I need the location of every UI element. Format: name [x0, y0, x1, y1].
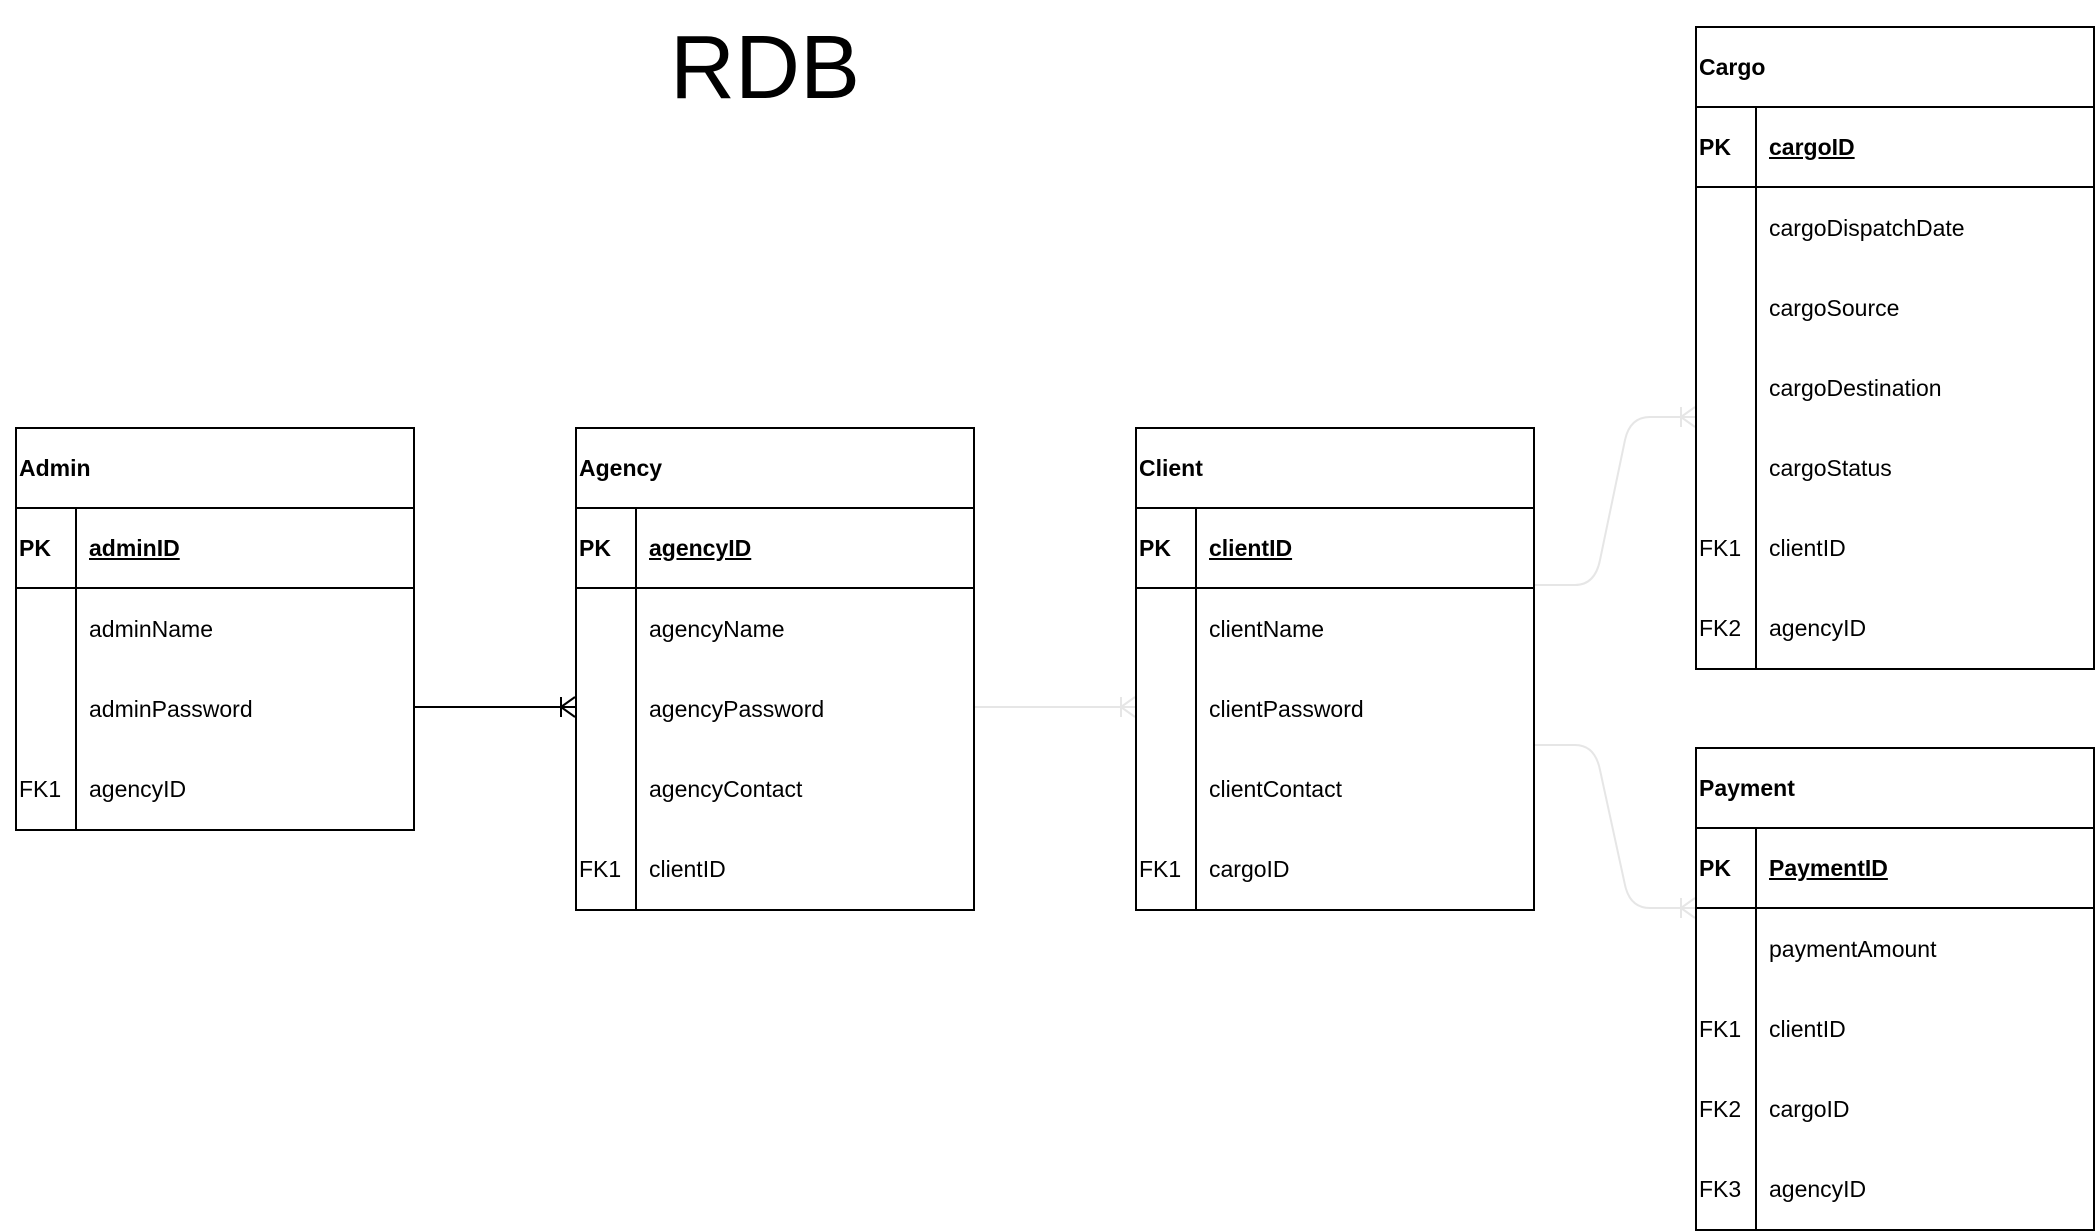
- key-label: [1137, 589, 1197, 669]
- entity-admin-row[interactable]: adminPassword: [17, 669, 413, 749]
- field-name: cargoID: [1769, 133, 1855, 160]
- entity-cargo-pk-row[interactable]: PK cargoID: [1697, 108, 2093, 188]
- key-label: PK: [577, 509, 637, 587]
- field-name: clientID: [649, 855, 726, 882]
- field-name: agencyPassword: [649, 695, 825, 722]
- entity-client-title: Client: [1137, 429, 1533, 509]
- entity-client-row[interactable]: clientName: [1137, 589, 1533, 669]
- entity-admin-title: Admin: [17, 429, 413, 509]
- key-label: FK2: [1697, 1069, 1757, 1149]
- key-label: PK: [1697, 829, 1757, 907]
- entity-cargo-row[interactable]: cargoDispatchDate: [1697, 188, 2093, 268]
- entity-agency[interactable]: Agency PK agencyID agencyName agencyPass…: [575, 427, 975, 911]
- entity-agency-row[interactable]: agencyContact: [577, 749, 973, 829]
- entity-admin-pk-row[interactable]: PK adminID: [17, 509, 413, 589]
- field-name: agencyContact: [649, 775, 803, 802]
- field-name: clientID: [1769, 534, 1846, 561]
- key-label: FK1: [1697, 508, 1757, 588]
- field-name: cargoSource: [1769, 294, 1900, 321]
- relationship-client-cargo[interactable]: [1535, 406, 1696, 586]
- diagram-title: RDB: [670, 18, 861, 118]
- entity-client-row[interactable]: clientPassword: [1137, 669, 1533, 749]
- key-label: [17, 669, 77, 749]
- key-label: FK1: [577, 829, 637, 909]
- entity-payment-pk-row[interactable]: PK PaymentID: [1697, 829, 2093, 909]
- entity-client-row[interactable]: clientContact: [1137, 749, 1533, 829]
- entity-agency-row[interactable]: agencyPassword: [577, 669, 973, 749]
- key-label: [17, 589, 77, 669]
- key-label: PK: [1137, 509, 1197, 587]
- entity-client-pk-row[interactable]: PK clientID: [1137, 509, 1533, 589]
- key-label: FK1: [17, 749, 77, 829]
- field-name: cargoDispatchDate: [1769, 214, 1965, 241]
- field-name: cargoID: [1769, 1095, 1850, 1122]
- entity-payment-row[interactable]: FK3 agencyID: [1697, 1149, 2093, 1229]
- key-label: [1137, 669, 1197, 749]
- entity-agency-row[interactable]: FK1 clientID: [577, 829, 973, 909]
- field-name: agencyID: [649, 534, 752, 561]
- entity-cargo[interactable]: Cargo PK cargoID cargoDispatchDate cargo…: [1695, 26, 2095, 670]
- field-name: agencyID: [1769, 614, 1867, 641]
- field-name: adminPassword: [89, 695, 253, 722]
- key-label: [1137, 749, 1197, 829]
- entity-payment-row[interactable]: paymentAmount: [1697, 909, 2093, 989]
- field-name: PaymentID: [1769, 854, 1888, 881]
- entity-payment-title: Payment: [1697, 749, 2093, 829]
- entity-admin-row[interactable]: adminName: [17, 589, 413, 669]
- key-label: [1697, 909, 1757, 989]
- entity-cargo-row[interactable]: cargoSource: [1697, 268, 2093, 348]
- entity-cargo-row[interactable]: FK1 clientID: [1697, 508, 2093, 588]
- entity-cargo-row[interactable]: cargoStatus: [1697, 428, 2093, 508]
- key-label: FK1: [1137, 829, 1197, 909]
- field-name: cargoID: [1209, 855, 1290, 882]
- entity-payment[interactable]: Payment PK PaymentID paymentAmount FK1 c…: [1695, 747, 2095, 1231]
- relationship-client-payment[interactable]: [1535, 744, 1696, 919]
- key-label: FK3: [1697, 1149, 1757, 1229]
- entity-cargo-title: Cargo: [1697, 28, 2093, 108]
- key-label: FK1: [1697, 989, 1757, 1069]
- entity-client-row[interactable]: FK1 cargoID: [1137, 829, 1533, 909]
- key-label: PK: [17, 509, 77, 587]
- entity-agency-row[interactable]: agencyName: [577, 589, 973, 669]
- key-label: [1697, 268, 1757, 348]
- entity-agency-title: Agency: [577, 429, 973, 509]
- field-name: agencyName: [649, 615, 785, 642]
- field-name: cargoDestination: [1769, 374, 1942, 401]
- key-label: [577, 589, 637, 669]
- entity-payment-row[interactable]: FK2 cargoID: [1697, 1069, 2093, 1149]
- entity-admin[interactable]: Admin PK adminID adminName adminPassword…: [15, 427, 415, 831]
- entity-client[interactable]: Client PK clientID clientName clientPass…: [1135, 427, 1535, 911]
- field-name: cargoStatus: [1769, 454, 1892, 481]
- key-label: [1697, 348, 1757, 428]
- key-label: [1697, 188, 1757, 268]
- entity-payment-row[interactable]: FK1 clientID: [1697, 989, 2093, 1069]
- key-label: FK2: [1697, 588, 1757, 668]
- entity-cargo-row[interactable]: FK2 agencyID: [1697, 588, 2093, 668]
- field-name: agencyID: [89, 775, 187, 802]
- key-label: [577, 749, 637, 829]
- field-name: paymentAmount: [1769, 935, 1937, 962]
- field-name: adminName: [89, 615, 213, 642]
- field-name: clientPassword: [1209, 695, 1364, 722]
- entity-agency-pk-row[interactable]: PK agencyID: [577, 509, 973, 589]
- field-name: clientID: [1769, 1015, 1846, 1042]
- field-name: adminID: [89, 534, 180, 561]
- field-name: agencyID: [1769, 1175, 1867, 1202]
- key-label: PK: [1697, 108, 1757, 186]
- relationship-agency-client[interactable]: [975, 696, 1136, 718]
- field-name: clientName: [1209, 615, 1325, 642]
- field-name: clientContact: [1209, 775, 1342, 802]
- key-label: [577, 669, 637, 749]
- entity-cargo-row[interactable]: cargoDestination: [1697, 348, 2093, 428]
- relationship-admin-agency[interactable]: [415, 696, 576, 718]
- key-label: [1697, 428, 1757, 508]
- entity-admin-row[interactable]: FK1 agencyID: [17, 749, 413, 829]
- field-name: clientID: [1209, 534, 1293, 561]
